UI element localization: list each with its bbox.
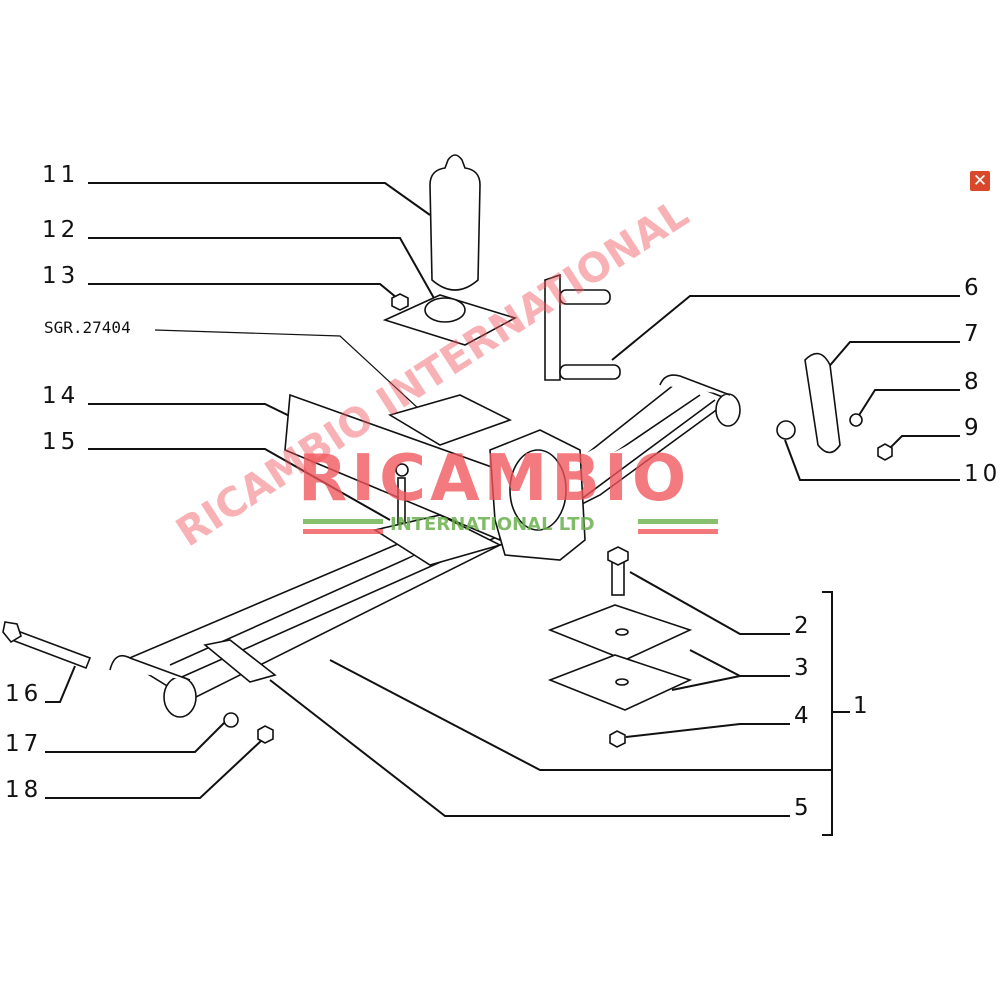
callout-2: 2	[794, 613, 813, 639]
leader-17	[45, 721, 226, 753]
close-icon[interactable]: ✕	[970, 171, 990, 191]
bolt-16	[11, 628, 92, 670]
leader-11	[88, 182, 431, 216]
leader-9	[885, 435, 960, 453]
spring-eye-rear	[715, 393, 741, 427]
leader-3b	[671, 675, 741, 691]
leader-4	[625, 723, 790, 738]
callout-13: 13	[42, 263, 80, 289]
watermark-stripe-red-right	[638, 529, 718, 534]
bump-stop	[429, 154, 481, 291]
callout-7: 7	[964, 321, 983, 347]
callout-1: 1	[853, 693, 872, 719]
reference-code: SGR.27404	[44, 318, 131, 337]
leader-13	[88, 283, 398, 299]
leader-18	[45, 739, 263, 799]
leader-3a	[689, 649, 790, 677]
callout-4: 4	[794, 703, 813, 729]
leader-8	[855, 389, 960, 421]
callout-17: 17	[5, 731, 43, 757]
callout-3: 3	[794, 655, 813, 681]
callout-8: 8	[964, 369, 983, 395]
callout-18: 18	[5, 777, 43, 803]
shackle	[544, 273, 561, 381]
callout-9: 9	[964, 415, 983, 441]
callout-10: 10	[964, 461, 1000, 487]
watermark-stripe-green-left	[303, 519, 383, 524]
leader-2	[629, 571, 790, 635]
watermark-brand: RICAMBIO	[298, 442, 691, 516]
spring-eye-front	[163, 676, 197, 718]
callout-16: 16	[5, 681, 43, 707]
leader-10	[784, 439, 960, 481]
leader-leaf	[329, 659, 832, 771]
leader-5	[269, 679, 790, 817]
watermark-subtitle: INTERNATIONAL LTD	[390, 514, 595, 535]
callout-6: 6	[964, 275, 983, 301]
leader-12	[88, 237, 436, 301]
callout-11: 11	[42, 162, 80, 188]
link-plate	[804, 352, 841, 454]
callout-12: 12	[42, 217, 80, 243]
bracket-1	[822, 591, 833, 836]
leader-6	[611, 295, 960, 361]
leader-7	[825, 341, 960, 371]
leader-16	[45, 665, 76, 703]
callout-15: 15	[42, 429, 80, 455]
leader-sgr	[154, 329, 421, 411]
watermark-stripe-green-right	[638, 519, 718, 524]
leader-15	[88, 448, 391, 521]
callout-14: 14	[42, 383, 80, 409]
watermark-stripe-red-left	[303, 529, 383, 534]
callout-5: 5	[794, 795, 813, 821]
